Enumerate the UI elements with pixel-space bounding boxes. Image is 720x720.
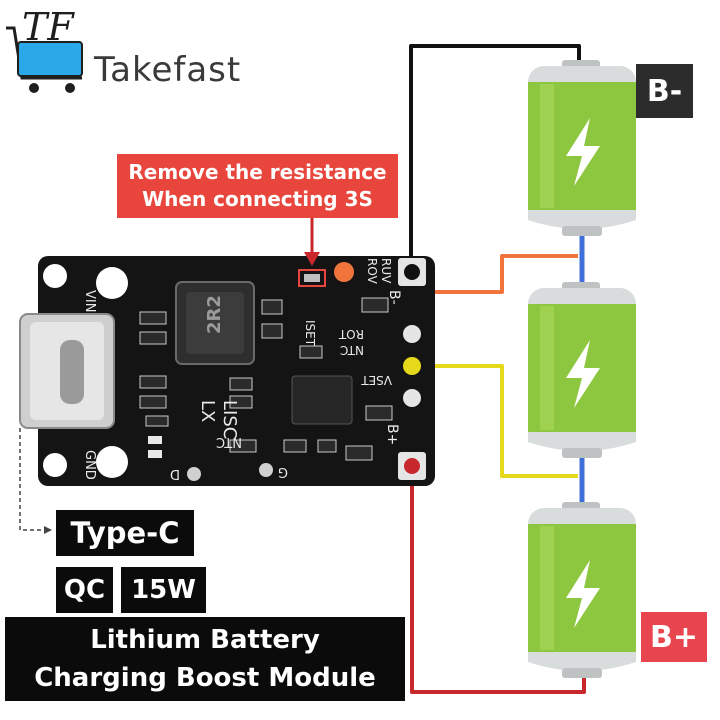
lightning-bolt-icon bbox=[566, 340, 600, 408]
lightning-bolt-icon bbox=[566, 118, 600, 186]
vin-label: VIN bbox=[82, 290, 97, 312]
battery-cell bbox=[528, 60, 636, 236]
warning-line-1: Remove the resistance bbox=[128, 160, 387, 184]
product-title: Lithium Battery Charging Boost Module bbox=[5, 617, 405, 701]
warning-box: Remove the resistance When connecting 3S bbox=[117, 154, 398, 218]
iset-pad bbox=[334, 262, 354, 282]
vset-pad bbox=[403, 357, 421, 375]
black-wire bbox=[409, 44, 581, 268]
d-label: D bbox=[170, 466, 180, 481]
ruv-label: RUV bbox=[379, 258, 393, 284]
g-label: G bbox=[278, 464, 288, 479]
warning-arrow bbox=[304, 218, 320, 266]
mount-hole bbox=[96, 267, 128, 299]
lightning-bolt-icon bbox=[566, 560, 600, 628]
product-title-line-2: Charging Boost Module bbox=[34, 663, 376, 693]
lx-label: LX bbox=[197, 400, 218, 422]
wires bbox=[342, 44, 586, 694]
charging-module-board: 2R2 bbox=[19, 256, 435, 486]
type-c-badge: Type-C bbox=[56, 510, 194, 556]
pad bbox=[403, 389, 421, 407]
type-c-pointer bbox=[19, 428, 52, 534]
takefast-logo: TF bbox=[6, 5, 83, 93]
controller-ic bbox=[291, 375, 353, 425]
led bbox=[148, 436, 162, 444]
lisc-label: LISC bbox=[219, 400, 240, 439]
usb-type-c-port bbox=[19, 313, 115, 429]
b-plus-label: B+ bbox=[641, 612, 707, 662]
vset-label: VSET bbox=[361, 373, 392, 387]
gnd-label: GND bbox=[82, 450, 97, 480]
rov-label: ROV bbox=[365, 258, 379, 285]
battery-cell bbox=[528, 502, 636, 678]
mount-hole bbox=[43, 453, 67, 477]
power-badge: 15W bbox=[121, 567, 206, 613]
brand-name: Takefast bbox=[94, 50, 242, 90]
rot-label: ROT bbox=[338, 327, 364, 341]
battery-cell bbox=[528, 282, 636, 458]
logo-letters: TF bbox=[22, 5, 75, 49]
board-b-plus-label: B+ bbox=[384, 424, 400, 445]
inductor-label: 2R2 bbox=[204, 295, 225, 334]
battery-stack bbox=[528, 60, 636, 678]
ntc-pin-label: NTC bbox=[340, 343, 364, 357]
yellow-wire bbox=[412, 364, 578, 478]
ntc-label: NTC bbox=[216, 434, 242, 449]
product-title-line-1: Lithium Battery bbox=[90, 625, 320, 655]
board-b-minus-label: B- bbox=[386, 290, 402, 305]
iset-label: ISET bbox=[303, 320, 317, 347]
b-minus-label: B- bbox=[636, 64, 693, 118]
warning-line-2: When connecting 3S bbox=[142, 187, 373, 211]
removable-resistor-highlight bbox=[298, 269, 326, 287]
pad bbox=[403, 325, 421, 343]
cart-icon bbox=[6, 26, 83, 93]
mount-hole bbox=[96, 446, 128, 478]
led bbox=[148, 450, 162, 458]
qc-badge: QC bbox=[56, 567, 113, 613]
mount-hole bbox=[43, 264, 67, 288]
